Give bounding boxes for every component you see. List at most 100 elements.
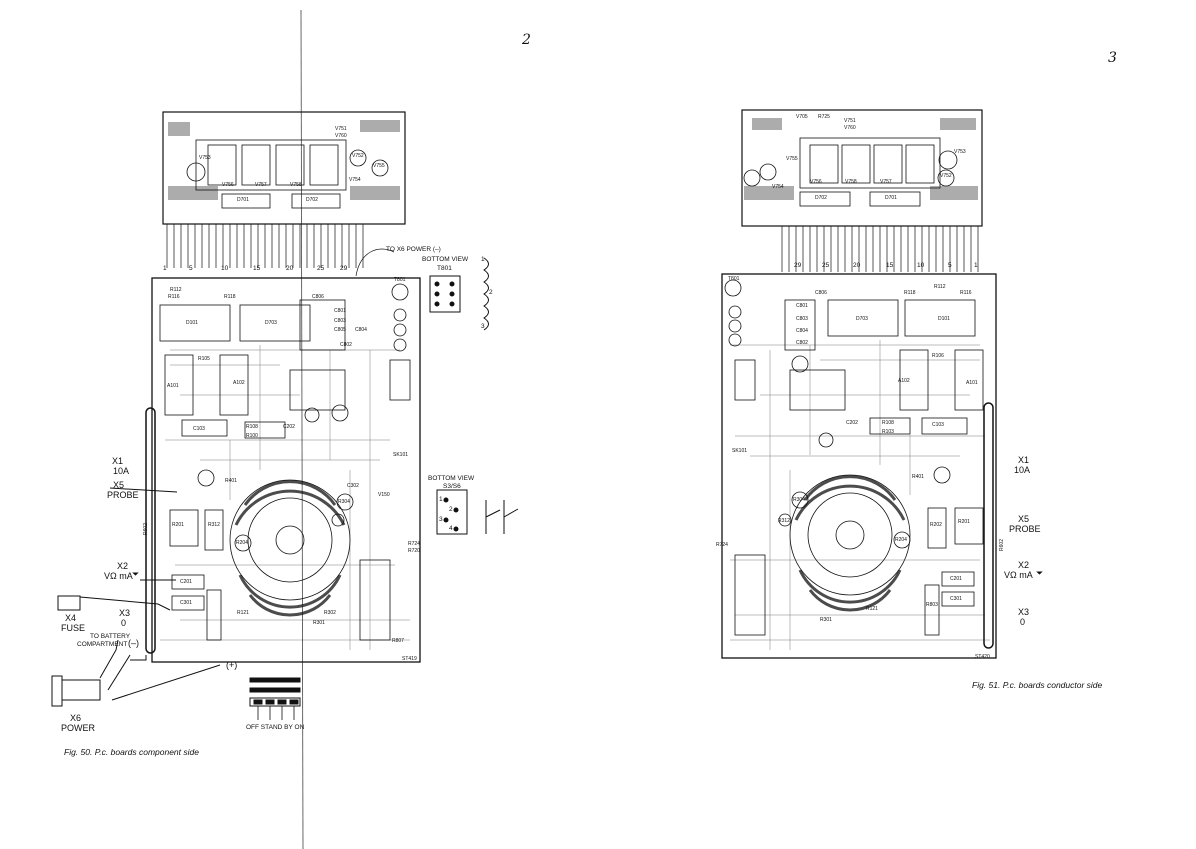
left-comp-t801: T801 [394,277,406,283]
right-comp-v757: V757 [880,179,892,185]
right-comp-sk101: SK101 [732,448,748,454]
left-comp-v760: V760 [335,133,347,139]
right-comp-r724: R724 [716,542,728,548]
right-pin-10: 10 [917,262,925,269]
left-display-board [162,111,406,225]
left-pin-10: 10 [221,265,229,272]
label-x2: X2 [117,561,129,571]
right-comp-d703: D703 [856,316,868,322]
t801-pin-1: 1 [481,256,485,263]
left-comp-v751: V751 [335,126,347,132]
left-comp-r807: R807 [392,638,404,644]
label-battery-plus: (+) [226,660,238,670]
left-comp-c804: C804 [355,327,367,333]
right-comp-r121: R121 [866,606,878,612]
right-comp-r725: R725 [818,114,830,120]
left-comp-v756: V756 [222,182,234,188]
right-comp-v760: V760 [844,125,856,131]
left-comp-r118: R118 [224,294,236,300]
right-label-x2-name: VΩ mA [1004,570,1033,580]
label-x3-name: 0 [121,618,127,628]
left-main-board [145,277,421,663]
right-pin-29: 29 [794,262,802,269]
left-comp-c805: C805 [334,327,346,333]
t801-bottom-view [429,257,489,331]
right-label-x5-name: PROBE [1009,524,1041,534]
s3-pin-4: 4 [449,525,453,532]
right-comp-r108: R108 [882,420,894,426]
right-diode-icon: ⏷ [1036,568,1044,578]
left-figure-caption: Fig. 50. P.c. boards component side [64,747,199,757]
label-x5-name: PROBE [107,490,139,500]
left-comp-d701: D701 [237,197,249,203]
right-label-x1: X1 [1018,455,1030,465]
label-x6: X6 [70,713,82,723]
right-comp-v754: V754 [772,184,784,190]
left-comp-r301: R301 [313,620,325,626]
right-comp-r803: R803 [926,602,938,608]
left-pin-1: 1 [163,265,167,272]
left-comp-c803: C803 [334,318,346,324]
left-comp-r401: R401 [225,478,237,484]
left-comp-c103: C103 [193,426,205,432]
left-comp-r602: R602 [142,523,149,535]
right-comp-d702: D702 [815,195,827,201]
right-main-board [721,273,997,659]
page-number-left: 2 [522,32,531,48]
left-comp-a102: A102 [233,380,245,386]
left-comp-v150: V150 [378,492,390,498]
left-comp-r100: R100 [246,433,258,439]
right-comp-r118: R118 [904,290,916,296]
page-number-right: 3 [1108,50,1117,66]
t801-pin-3: 3 [481,323,485,330]
right-comp-v752: V752 [940,173,952,179]
left-comp-c302: C302 [347,483,359,489]
left-comp-v755: V755 [373,163,385,169]
left-comp-r724: R724 [408,541,420,547]
power-switch-drawing [249,677,301,720]
left-comp-d101: D101 [186,320,198,326]
right-comp-r103: R103 [882,429,894,435]
left-comp-sk101: SK101 [393,452,409,458]
right-comp-d101: D101 [938,316,950,322]
left-comp-r105: R105 [198,356,210,362]
label-x1-rating: 10A [113,466,130,476]
left-comp-r312: R312 [208,522,220,528]
right-label-x3: X3 [1018,607,1030,617]
left-external-wiring [51,487,221,707]
label-s3-s6: S3/S6 [443,483,461,490]
right-comp-r312: R312 [778,518,790,524]
left-board-code: ST419 [402,656,417,662]
right-comp-r202: R202 [930,522,942,528]
right-comp-v755: V755 [786,156,798,162]
left-pin-5: 5 [189,265,193,272]
right-comp-c202: C202 [846,420,858,426]
label-x6-power-minus: TO X6 POWER (–) [386,246,441,253]
right-comp-v705: V705 [796,114,808,120]
left-comp-r302: R302 [324,610,336,616]
label-battery-line1: TO BATTERY [90,633,131,640]
right-comp-r201: R201 [958,519,970,525]
s3-pin-3: 3 [439,516,443,523]
right-pin-15: 15 [886,262,894,269]
right-comp-r301: R301 [820,617,832,623]
right-label-x3-name: 0 [1020,617,1026,627]
left-comp-c802: C802 [340,342,352,348]
right-comp-v758: V758 [845,179,857,185]
label-bottom-view-s3: BOTTOM VIEW [428,475,475,482]
label-x2-name: VΩ mA [104,571,133,581]
left-comp-v757: V757 [255,182,267,188]
label-switch-positions: OFF STAND BY ON [246,724,305,731]
left-pin-29: 29 [340,265,348,272]
left-comp-c806: C806 [312,294,324,300]
left-comp-r112: R112 [170,287,182,293]
label-x3: X3 [119,608,131,618]
right-comp-v753: V753 [954,149,966,155]
left-comp-r121: R121 [237,610,249,616]
right-comp-c103: C103 [932,422,944,428]
label-x5: X5 [113,480,125,490]
left-comp-r720: R720 [408,548,420,554]
right-pin-25: 25 [822,262,830,269]
left-comp-d703: D703 [265,320,277,326]
right-comp-c803: C803 [796,316,808,322]
